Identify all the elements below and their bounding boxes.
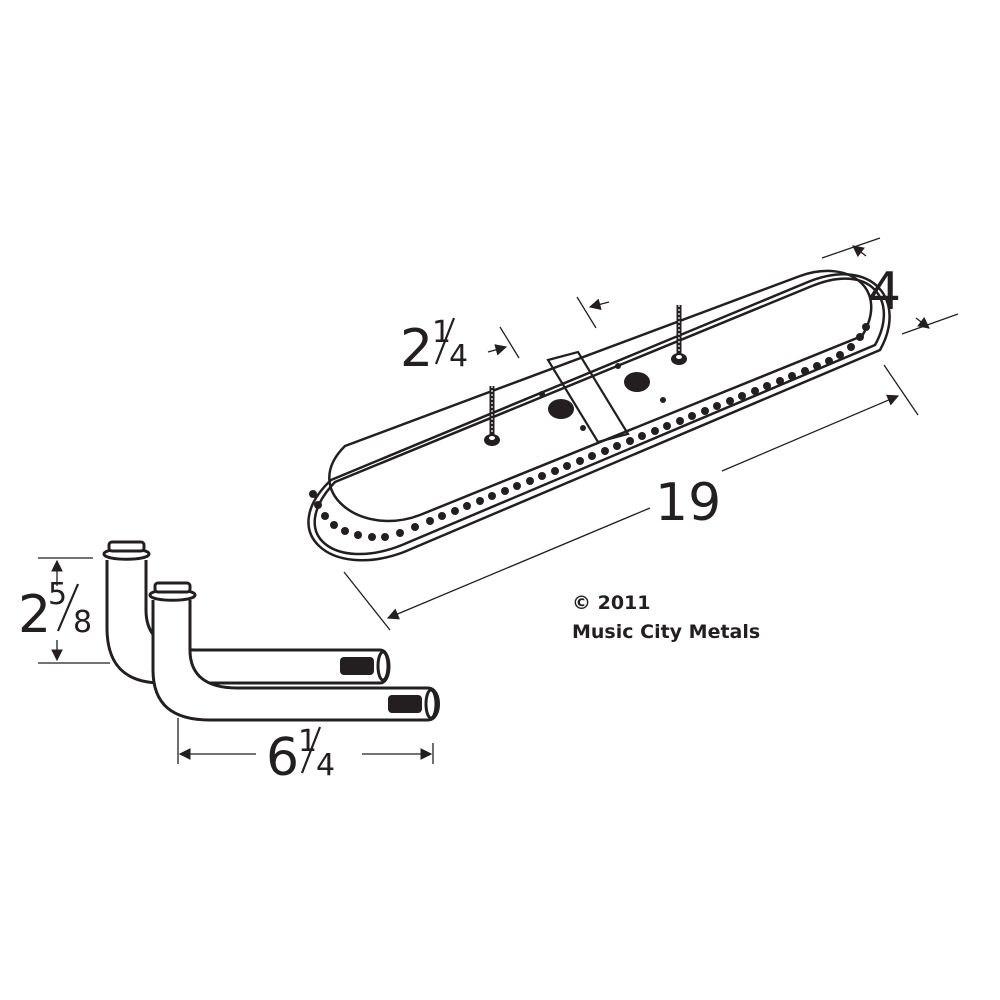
svg-text:6: 6 bbox=[266, 728, 299, 788]
svg-text:4: 4 bbox=[316, 748, 335, 783]
svg-text:5: 5 bbox=[48, 577, 67, 612]
svg-text:8: 8 bbox=[73, 605, 92, 640]
dimension-width bbox=[821, 237, 959, 335]
dimension-length bbox=[343, 364, 919, 631]
dimension-tube-length-label: 6 1 4 bbox=[266, 724, 335, 788]
dimension-section bbox=[487, 296, 610, 359]
svg-text:2: 2 bbox=[400, 319, 433, 379]
dimension-width-label: 4 bbox=[868, 262, 901, 322]
burner-stud-right bbox=[671, 305, 687, 365]
dimension-tube-height-label: 2 5 8 bbox=[18, 577, 92, 645]
dimension-length-label: 19 bbox=[655, 473, 721, 533]
svg-text:4: 4 bbox=[449, 339, 468, 374]
burner-inlet-right bbox=[615, 363, 666, 403]
svg-text:1: 1 bbox=[298, 724, 317, 759]
copyright-year: © 2011 bbox=[572, 592, 651, 614]
svg-text:1: 1 bbox=[432, 315, 451, 350]
venturi-tube-back bbox=[102, 540, 391, 685]
dimension-section-label: 2 1 4 bbox=[400, 315, 468, 379]
copyright-company: Music City Metals bbox=[572, 621, 760, 643]
dimension-tube-length bbox=[177, 718, 434, 764]
dimension-tube-height bbox=[38, 557, 110, 664]
venturi-tube-front bbox=[148, 581, 440, 722]
burner-body bbox=[307, 269, 891, 562]
burner-inlet-left bbox=[539, 391, 586, 431]
burner-stud-left bbox=[484, 386, 500, 446]
svg-text:2: 2 bbox=[18, 585, 51, 645]
burner-port-holes bbox=[309, 323, 870, 541]
